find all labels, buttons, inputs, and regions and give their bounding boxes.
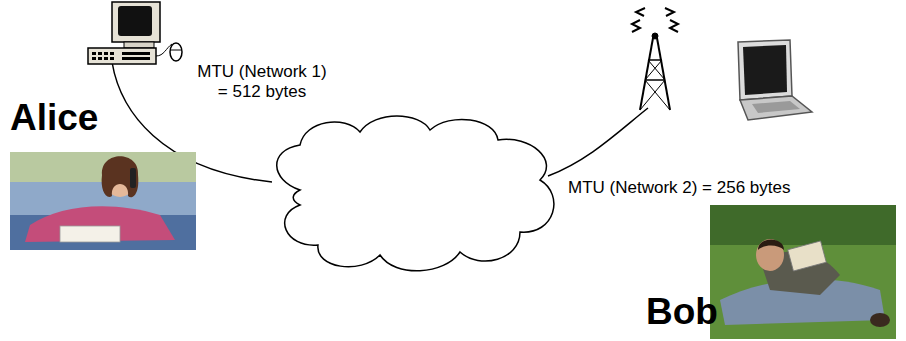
mtu-label: MTU (Network 1) = 512 bytes [192,62,332,103]
bob-photo [710,205,896,339]
person-name: Alice [10,96,98,140]
wire [548,108,648,176]
mtu-label: MTU (Network 2) = 256 bytes [568,178,791,198]
desktop-computer [88,2,182,64]
radio-tower [632,8,678,110]
person-name: Bob [646,290,718,334]
alice-photo [10,152,196,250]
laptop [738,40,812,120]
internet-cloud [277,116,554,271]
